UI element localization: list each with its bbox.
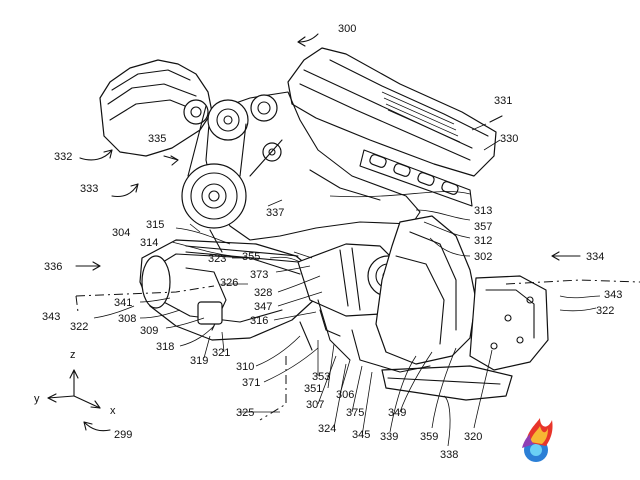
ref-299: 299 bbox=[114, 429, 132, 441]
ref-338: 338 bbox=[440, 449, 458, 461]
ref-341: 341 bbox=[114, 297, 132, 309]
ref-307: 307 bbox=[306, 399, 324, 411]
engine-block-drawing bbox=[99, 47, 549, 401]
ref-309: 309 bbox=[140, 325, 158, 337]
ref-300: 300 bbox=[338, 23, 356, 35]
ref-321: 321 bbox=[212, 347, 230, 359]
ref-337: 337 bbox=[266, 207, 284, 219]
ref-324: 324 bbox=[318, 423, 336, 435]
ref-331: 331 bbox=[494, 95, 512, 107]
ref-349: 349 bbox=[388, 407, 406, 419]
ref-353: 353 bbox=[312, 371, 330, 383]
ref-359: 359 bbox=[420, 431, 438, 443]
ref-335: 335 bbox=[148, 133, 166, 145]
ref-334: 334 bbox=[586, 251, 604, 263]
leader-lines bbox=[93, 123, 601, 447]
flame-logo-icon bbox=[522, 418, 553, 462]
ref-351: 351 bbox=[304, 383, 322, 395]
ref-304: 304 bbox=[112, 227, 130, 239]
axis-label-y: y bbox=[34, 393, 40, 405]
ref-314: 314 bbox=[140, 237, 158, 249]
ref-357: 357 bbox=[474, 221, 492, 233]
dashed-reference-lines bbox=[75, 279, 640, 421]
ref-332: 332 bbox=[54, 151, 72, 163]
ref-310: 310 bbox=[236, 361, 254, 373]
ref-336: 336 bbox=[44, 261, 62, 273]
reference-arrows bbox=[75, 33, 581, 432]
ref-328: 328 bbox=[254, 287, 272, 299]
ref-325: 325 bbox=[236, 407, 254, 419]
ref-355: 355 bbox=[242, 251, 260, 263]
ref-330: 330 bbox=[500, 133, 518, 145]
ref-343-right: 343 bbox=[604, 289, 622, 301]
ref-322-left: 322 bbox=[70, 321, 88, 333]
ref-347: 347 bbox=[254, 301, 272, 313]
ref-306: 306 bbox=[336, 389, 354, 401]
ref-326: 326 bbox=[220, 277, 238, 289]
ref-323: 323 bbox=[208, 253, 226, 265]
reference-numerals: 300 331 330 332 335 333 337 313 357 312 … bbox=[42, 23, 622, 461]
axis-label-z: z bbox=[70, 349, 76, 361]
ref-316: 316 bbox=[250, 315, 268, 327]
ref-339: 339 bbox=[380, 431, 398, 443]
ref-371: 371 bbox=[242, 377, 260, 389]
ref-322-right: 322 bbox=[596, 305, 614, 317]
ref-318: 318 bbox=[156, 341, 174, 353]
axis-label-x: x bbox=[110, 405, 116, 417]
ref-373: 373 bbox=[250, 269, 268, 281]
ref-320: 320 bbox=[464, 431, 482, 443]
ref-345: 345 bbox=[352, 429, 370, 441]
ref-312: 312 bbox=[474, 235, 492, 247]
ref-319: 319 bbox=[190, 355, 208, 367]
ref-313: 313 bbox=[474, 205, 492, 217]
ref-343-left: 343 bbox=[42, 311, 60, 323]
ref-308: 308 bbox=[118, 313, 136, 325]
ref-302: 302 bbox=[474, 251, 492, 263]
ref-315: 315 bbox=[146, 219, 164, 231]
ref-333: 333 bbox=[80, 183, 98, 195]
ref-375: 375 bbox=[346, 407, 364, 419]
coordinate-axes: z y x bbox=[34, 349, 116, 417]
